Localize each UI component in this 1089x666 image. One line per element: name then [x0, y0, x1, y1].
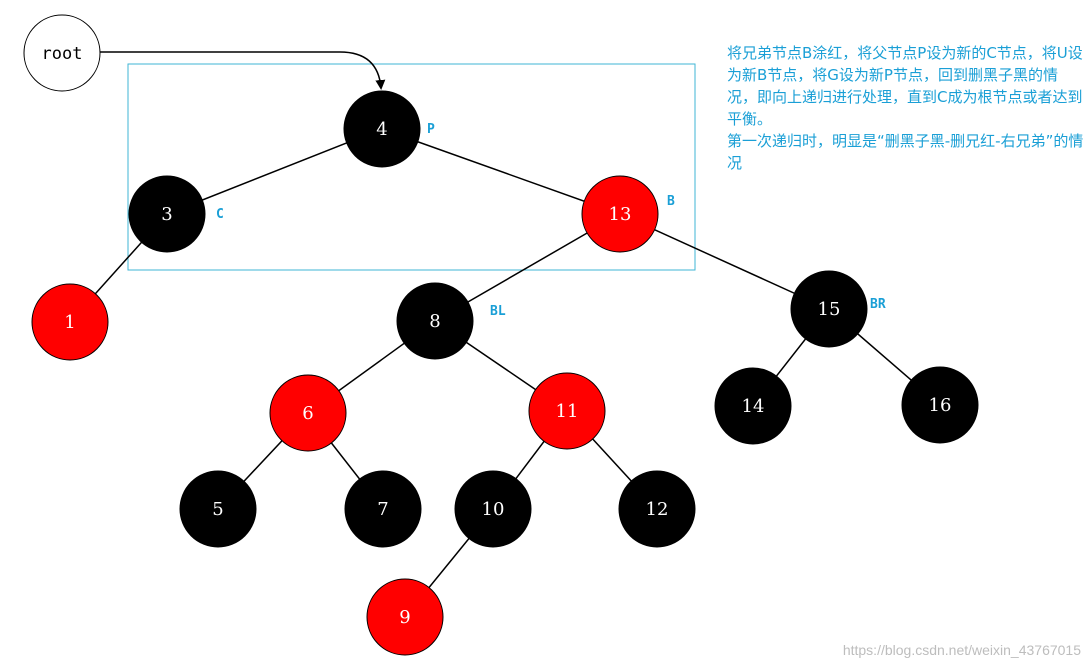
tag-c: C [216, 207, 224, 222]
node-12-label: 12 [646, 499, 669, 520]
edge-4-3 [166, 128, 383, 215]
node-10-label: 10 [482, 499, 505, 520]
edge-4-13 [381, 128, 621, 215]
node-8 [396, 282, 474, 360]
node-14-label: 14 [742, 396, 765, 417]
node-13-label: 13 [609, 204, 632, 225]
node-14 [714, 367, 792, 445]
node-6-label: 6 [302, 403, 313, 424]
node-9 [366, 578, 444, 656]
node-4 [343, 90, 421, 168]
tree-nodes: 4 3 13 1 8 15 6 11 14 16 5 7 10 12 9 [31, 90, 979, 656]
note-line-1: 将兄弟节点B涂红，将父节点P设为新的C节点，将U设为新B节点，将G设为新P节点，… [727, 44, 1083, 128]
highlight-box [127, 63, 696, 271]
root-label: root [42, 44, 83, 64]
root-node [23, 14, 101, 92]
node-1-label: 1 [64, 312, 75, 333]
root-arrow [100, 51, 386, 90]
node-7-label: 7 [377, 499, 388, 520]
node-5 [179, 470, 257, 548]
node-10 [454, 470, 532, 548]
explanation-note: 将兄弟节点B涂红，将父节点P设为新的C节点，将U设为新B节点，将G设为新P节点，… [727, 42, 1087, 174]
node-4-label: 4 [376, 119, 387, 140]
note-line-2: 第一次递归时，明显是“删黑子黑-删兄红-右兄弟”的情况 [727, 132, 1084, 172]
node-3 [128, 175, 206, 253]
node-12 [618, 470, 696, 548]
node-11-label: 11 [556, 401, 579, 422]
node-8-label: 8 [429, 311, 440, 332]
watermark: https://blog.csdn.net/weixin_43767015 [842, 642, 1081, 658]
tag-b: B [667, 194, 675, 209]
node-15-label: 15 [818, 299, 841, 320]
node-3-label: 3 [161, 204, 172, 225]
node-7 [344, 470, 422, 548]
node-16 [901, 366, 979, 444]
node-13 [581, 175, 659, 253]
node-11 [528, 372, 606, 450]
node-5-label: 5 [212, 499, 223, 520]
tag-br: BR [870, 297, 886, 312]
node-16-label: 16 [929, 395, 952, 416]
tag-p: P [427, 122, 435, 137]
node-6 [269, 374, 347, 452]
node-9-label: 9 [399, 607, 410, 628]
tag-bl: BL [490, 304, 506, 319]
node-15 [790, 270, 868, 348]
node-1 [31, 283, 109, 361]
